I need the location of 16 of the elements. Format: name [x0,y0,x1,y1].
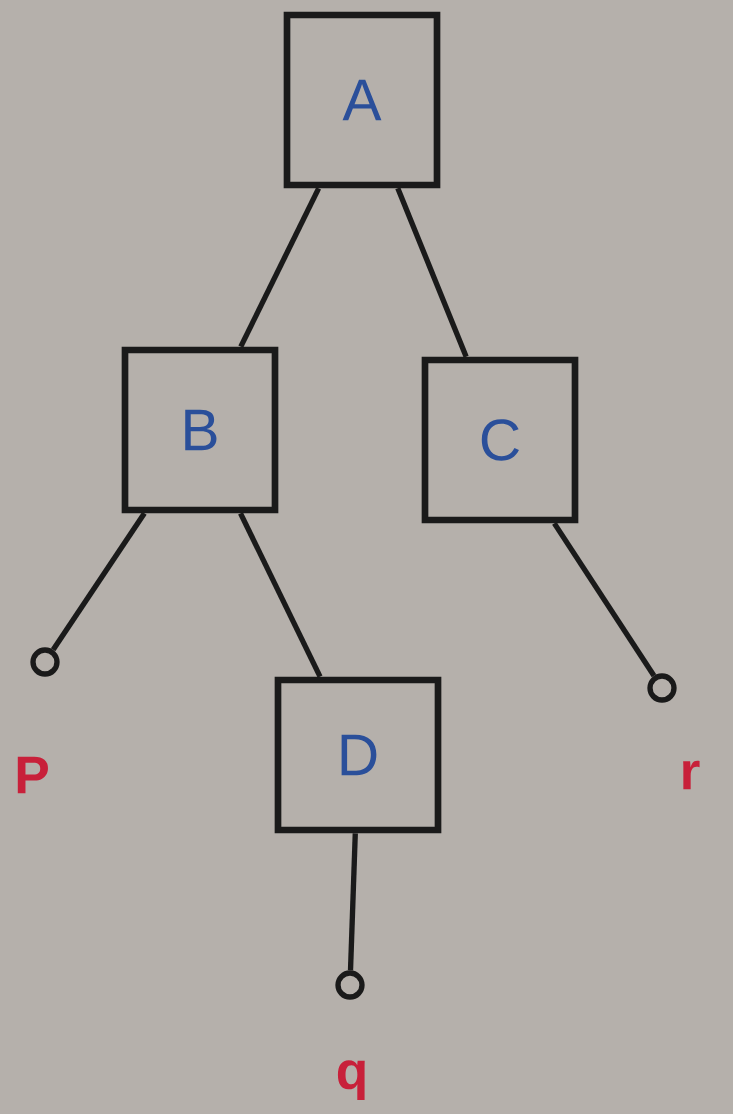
connector-line [238,512,323,678]
connector-line [50,511,147,652]
leaf-circle [30,647,60,677]
tree-node-box: A [283,11,441,189]
leaf-label: r [683,760,700,790]
leaf-label: q [337,1060,365,1100]
leaf-label: P [17,756,48,794]
connector-line [552,521,657,678]
connector-line [238,187,322,348]
connector-line [395,187,469,358]
connector-line [347,833,358,971]
tree-node-box: B [121,346,279,514]
leaf-circle [647,673,677,703]
leaf-circle [335,970,365,1000]
tree-node-box: C [421,356,579,524]
tree-node-box: D [274,676,442,834]
